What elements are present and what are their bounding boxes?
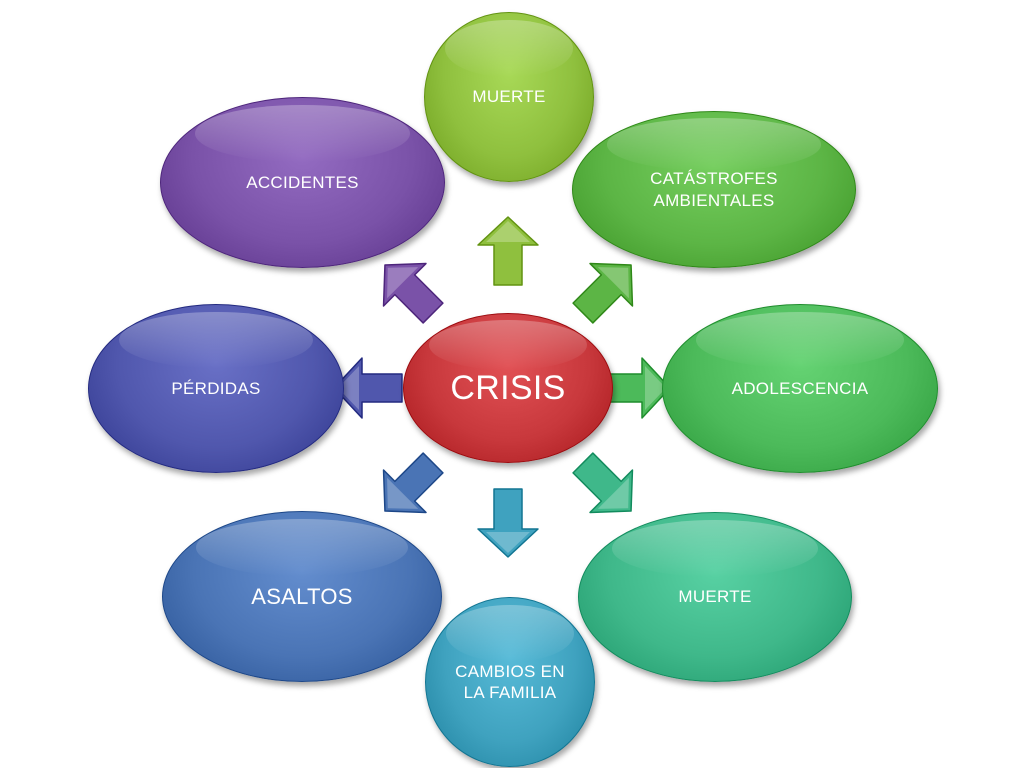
arrow-7 — [382, 262, 444, 324]
node-label: ADOLESCENCIA — [731, 378, 869, 398]
arrow-5 — [382, 452, 444, 514]
arrow-3 — [572, 452, 634, 514]
node-label: PÉRDIDAS — [171, 378, 261, 398]
node-label: CAMBIOS EN LA FAMILIA — [455, 661, 565, 702]
arrow-6 — [333, 357, 403, 419]
node-label: CATÁSTROFES AMBIENTALES — [650, 169, 778, 210]
node-label: MUERTE — [472, 87, 546, 107]
node-muerte-top: MUERTE — [424, 12, 594, 182]
node-cambios-en-la-familia: CAMBIOS EN LA FAMILIA — [425, 597, 595, 767]
arrow-0 — [477, 216, 539, 286]
node-label: ASALTOS — [251, 583, 353, 609]
node-muerte-bottom-right: MUERTE — [578, 512, 852, 682]
node-perdidas: PÉRDIDAS — [88, 304, 344, 473]
node-adolescencia: ADOLESCENCIA — [662, 304, 938, 473]
node-center-crisis: CRISIS — [403, 313, 613, 463]
arrow-1 — [572, 262, 634, 324]
node-label: ACCIDENTES — [246, 172, 359, 192]
arrow-4 — [477, 488, 539, 558]
node-label: MUERTE — [678, 587, 752, 607]
node-catastrofes-ambientales: CATÁSTROFES AMBIENTALES — [572, 111, 856, 268]
node-asaltos: ASALTOS — [162, 511, 442, 682]
node-accidentes: ACCIDENTES — [160, 97, 445, 268]
node-center-label: CRISIS — [450, 368, 566, 407]
